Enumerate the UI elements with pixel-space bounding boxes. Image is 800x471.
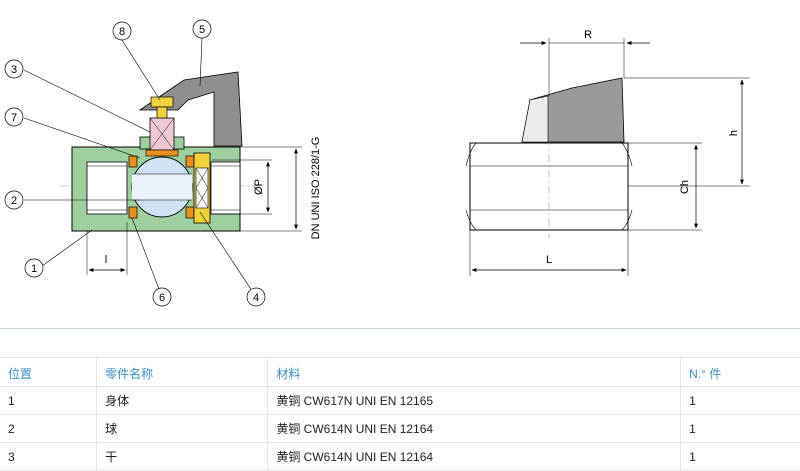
parts-table: 位置 零件名称 材料 N.° 件 1 身体 黄铜 CW617N UNI EN 1… bbox=[0, 357, 800, 471]
handle-screw bbox=[150, 96, 174, 119]
dim-height-h: h bbox=[728, 130, 740, 136]
svg-text:5: 5 bbox=[199, 24, 205, 36]
end-nut bbox=[193, 152, 211, 224]
cell-part-name: 身体 bbox=[96, 386, 268, 415]
callout-2: 2 bbox=[4, 190, 24, 210]
svg-text:4: 4 bbox=[253, 292, 259, 304]
valve-technical-drawing: ØP DN UNI ISO 228/1-G l 8 5 bbox=[4, 19, 750, 307]
table-row: 3 干 黄铜 CW614N UNI EN 12164 1 bbox=[0, 442, 800, 471]
valve-ball bbox=[131, 156, 193, 218]
cell-part-name: 球 bbox=[96, 414, 268, 443]
table-row: 2 球 黄铜 CW614N UNI EN 12164 1 bbox=[0, 414, 800, 443]
svg-text:2: 2 bbox=[11, 195, 17, 207]
callout-6: 6 bbox=[152, 287, 172, 307]
cell-material: 黄铜 CW614N UNI EN 12164 bbox=[267, 414, 681, 443]
svg-text:7: 7 bbox=[11, 112, 17, 124]
header-part-name: 零件名称 bbox=[96, 357, 268, 387]
table-header-row: 位置 零件名称 材料 N.° 件 bbox=[0, 357, 800, 387]
header-quantity: N.° 件 bbox=[680, 357, 800, 387]
cell-material: 黄铜 CW614N UNI EN 12164 bbox=[267, 442, 681, 471]
callout-3: 3 bbox=[4, 59, 24, 79]
svg-text:3: 3 bbox=[11, 64, 17, 76]
thread-standard-label: DN UNI ISO 228/1-G bbox=[310, 137, 322, 240]
outline-view: R h Ch L bbox=[465, 29, 750, 276]
cell-part-name: 干 bbox=[96, 442, 268, 471]
dim-length-l: l bbox=[105, 254, 107, 266]
dim-hex-ch: Ch bbox=[679, 180, 691, 194]
dim-length-l-total: L bbox=[546, 254, 552, 266]
valve-handle bbox=[138, 71, 243, 147]
cell-quantity: 1 bbox=[680, 386, 800, 415]
cell-position: 2 bbox=[0, 414, 97, 443]
callout-8: 8 bbox=[112, 21, 132, 41]
header-position: 位置 bbox=[0, 357, 97, 387]
callout-4: 4 bbox=[246, 287, 266, 307]
svg-text:6: 6 bbox=[159, 292, 165, 304]
svg-text:8: 8 bbox=[119, 26, 125, 38]
callout-7: 7 bbox=[4, 107, 24, 127]
header-material: 材料 bbox=[267, 357, 681, 387]
table-row: 1 身体 黄铜 CW617N UNI EN 12165 1 bbox=[0, 386, 800, 415]
section-divider bbox=[0, 328, 800, 329]
cell-quantity: 1 bbox=[680, 442, 800, 471]
cell-position: 1 bbox=[0, 386, 97, 415]
section-view: ØP DN UNI ISO 228/1-G l 8 5 bbox=[4, 19, 322, 307]
callout-1: 1 bbox=[24, 258, 44, 278]
svg-text:1: 1 bbox=[31, 263, 37, 275]
valve-stem bbox=[145, 117, 179, 157]
cell-material: 黄铜 CW617N UNI EN 12165 bbox=[267, 386, 681, 415]
dim-diameter-p: ØP bbox=[253, 179, 265, 195]
callout-5: 5 bbox=[192, 19, 212, 39]
cell-quantity: 1 bbox=[680, 414, 800, 443]
dim-radius-r: R bbox=[584, 29, 592, 41]
cell-position: 3 bbox=[0, 442, 97, 471]
